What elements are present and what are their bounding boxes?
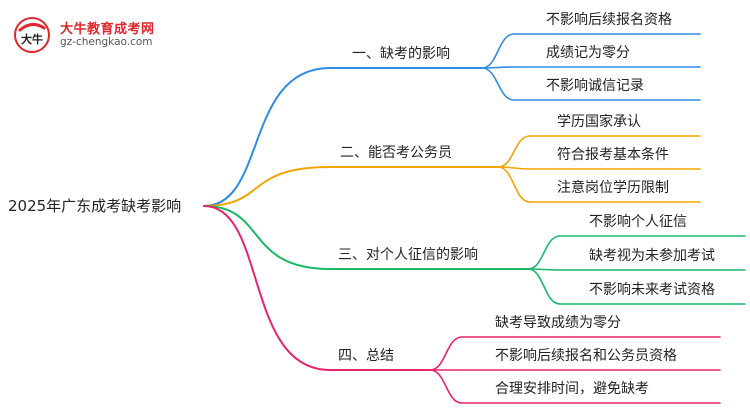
root-node: 2025年广东成考缺考影响 xyxy=(8,197,182,215)
branch-node-3: 三、对个人征信的影响 xyxy=(338,247,478,263)
leaf-node-1-1: 不影响后续报名资格 xyxy=(546,12,672,28)
mindmap-underlines xyxy=(329,33,746,404)
leaf-node-4-2: 不影响后续报名和公务员资格 xyxy=(495,348,677,364)
leaf-connector-1-1 xyxy=(481,33,515,69)
leaf-node-3-3: 不影响未来考试资格 xyxy=(589,282,715,298)
leaf-node-2-3: 注意岗位学历限制 xyxy=(557,180,669,196)
leaf-connector-4-3 xyxy=(429,369,463,404)
leaf-connector-1-3 xyxy=(481,67,515,101)
logo-mark-icon: 大牛 xyxy=(14,17,50,53)
branch-node-4: 四、总结 xyxy=(338,348,394,364)
logo-title: 大牛教育成考网 xyxy=(60,22,155,37)
leaf-connector-2-1 xyxy=(497,135,531,168)
leaf-node-2-2: 符合报考基本条件 xyxy=(557,147,669,163)
branch-connector-2 xyxy=(203,166,331,207)
leaf-connector-4-1 xyxy=(429,336,463,371)
branch-connector-3 xyxy=(203,205,331,270)
leaf-node-4-1: 缺考导致成绩为零分 xyxy=(495,315,621,331)
mindmap-edges xyxy=(203,33,561,404)
logo-mark-text: 大牛 xyxy=(21,32,43,46)
branch-connector-1 xyxy=(203,67,331,207)
leaf-node-1-2: 成绩记为零分 xyxy=(546,45,630,61)
logo-url: gz-chengkao.com xyxy=(60,36,153,48)
leaf-node-3-1: 不影响个人征信 xyxy=(589,214,687,230)
leaf-node-2-1: 学历国家承认 xyxy=(557,114,641,130)
leaf-node-1-3: 不影响诚信记录 xyxy=(546,78,644,94)
leaf-connector-2-3 xyxy=(497,166,531,203)
leaf-connector-3-3 xyxy=(527,268,561,305)
branch-node-1: 一、缺考的影响 xyxy=(352,46,450,62)
leaf-connector-3-1 xyxy=(527,235,561,270)
site-logo: 大牛 大牛教育成考网 gz-chengkao.com xyxy=(6,14,176,56)
branch-connector-4 xyxy=(203,205,331,371)
leaf-node-4-3: 合理安排时间，避免缺考 xyxy=(495,381,649,397)
leaf-node-3-2: 缺考视为未参加考试 xyxy=(589,248,715,264)
branch-node-2: 二、能否考公务员 xyxy=(340,145,452,161)
